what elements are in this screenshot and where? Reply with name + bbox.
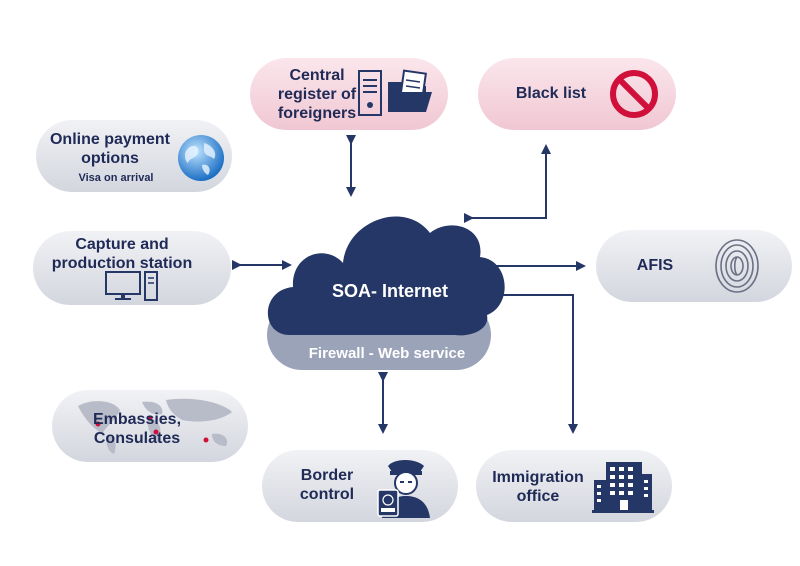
central-register-node: Central register of foreigners [250,58,448,130]
immigration-office-node: Immigration office [476,450,672,522]
arrow-immigration-office [494,290,578,434]
arrow-black-list [464,144,551,223]
online-payment-line2: options [81,150,139,167]
afis-node: AFIS [596,230,792,302]
online-payment-subtitle: Visa on arrival [78,172,154,184]
embassies-node: Embassies, Consulates [52,390,248,462]
central-register-line1: Central [289,67,345,84]
central-register-line2: register of [277,86,357,103]
computer-icon [105,271,158,301]
folder-icon [388,69,432,112]
office-building-icon [592,462,654,513]
online-payment-line1: Online payment [49,131,171,148]
black-list-label: Black list [515,85,587,102]
cloud-icon [267,216,505,370]
afis-label: AFIS [636,257,674,274]
border-control-line2: control [299,486,355,503]
world-map-icon [78,398,232,454]
central-register-line3: foreigners [277,105,357,122]
black-list-node: Black list [478,58,676,130]
hub-title: SOA- Internet [331,281,448,301]
online-payment-node: Online payment options Visa on arrival [36,120,232,192]
hub-subtitle: Firewall - Web service [308,345,466,362]
border-officer-icon [377,460,430,518]
server-icon [358,70,382,116]
globe-icon [178,135,224,181]
border-control-line1: Border [300,467,354,484]
prohibited-icon [610,70,658,118]
border-control-node: Border control [262,450,458,522]
capture-station-line1: Capture and [75,236,169,253]
immigration-office-line2: office [516,488,560,505]
embassies-line1: Embassies, [92,411,182,428]
capture-station-node: Capture and production station [33,231,231,305]
embassies-line2: Consulates [93,430,181,447]
immigration-office-line1: Immigration [492,469,584,486]
capture-station-line2: production station [51,255,193,272]
fingerprint-icon [715,239,759,293]
